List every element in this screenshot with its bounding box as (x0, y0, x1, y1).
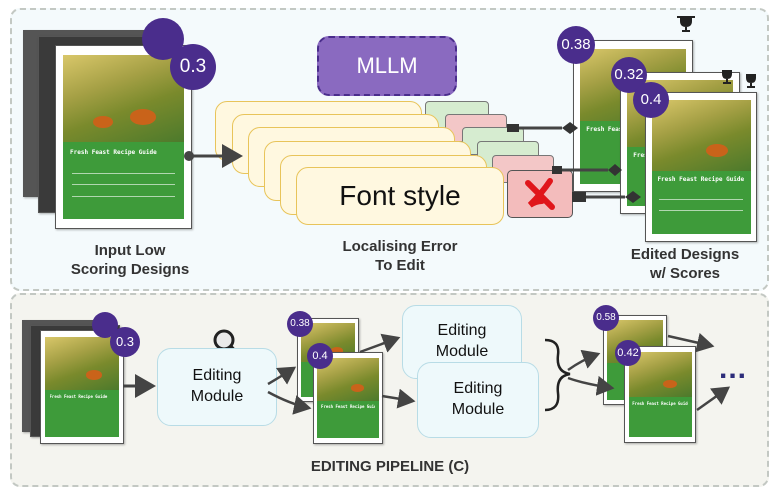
poster-title: Fresh Feast Recipe Guide (49, 394, 108, 400)
curly-brace (544, 338, 571, 412)
arrow-module-to-mid-1 (267, 366, 297, 386)
edited-score-badge-2: 0.32 (611, 57, 647, 93)
pumpkin (85, 369, 102, 380)
input-score-badge: 0.3 (170, 44, 216, 90)
poster-photo (62, 55, 185, 143)
bottom-input-score-badge: 0.3 (110, 327, 140, 357)
error-flag-box (507, 170, 573, 218)
pumpkin (351, 384, 365, 393)
editing-module-label: Editing Module (451, 380, 505, 418)
red-cross-icon (525, 178, 555, 210)
ellipsis: ... (719, 352, 748, 385)
poster-green-panel: Fresh Feast Recipe Guide (45, 390, 119, 438)
poster-green-panel: Fresh Feast Recipe Guide (317, 400, 379, 439)
arrow-tab-to-edited-3 (572, 191, 641, 203)
arrow-brace-to-out-2 (567, 375, 615, 396)
pumpkin (129, 109, 157, 125)
editing-module-b: Editing Module (417, 362, 539, 438)
poster-title: Fresh Feast Recipe Guide (632, 400, 688, 406)
trophy-icon (677, 16, 695, 32)
font-style-label: Font style (339, 180, 461, 211)
input-caption: Input Low Scoring Designs (70, 242, 190, 278)
edited-score-badge-3: 0.4 (633, 82, 669, 118)
editing-module-label: Editing Module (190, 367, 244, 405)
arrow-mid-to-module-b (381, 388, 416, 409)
out-score-badge-2: 0.42 (615, 340, 641, 366)
arrow-brace-to-out-1 (567, 349, 601, 372)
trophy-icon (722, 70, 732, 84)
poster-line (72, 184, 175, 186)
poster-photo (45, 336, 119, 391)
bottom-input-poster: Fresh Feast Recipe Guide (40, 330, 124, 444)
localise-caption: Localising Error To Edit (342, 238, 458, 274)
poster-title: Fresh Feast Recipe Guide (70, 148, 157, 156)
poster-green-panel: Fresh Feast Recipe Guide (651, 171, 751, 234)
arrow-module-to-mid-2 (267, 390, 312, 415)
poster-line (659, 199, 743, 201)
pipeline-caption: EDITING PIPELINE (C) (310, 458, 470, 475)
trophy-icon (746, 74, 756, 88)
poster-line (72, 173, 175, 175)
arrow-tab-to-edited-1 (507, 122, 578, 134)
mllm-label: MLLM (356, 53, 418, 78)
mid-score-badge-1: 0.38 (287, 311, 313, 337)
edited-caption: Edited Designs w/ Scores (630, 246, 740, 282)
poster-photo (651, 100, 751, 172)
arrow-mid-to-module-a (359, 333, 401, 354)
poster-green-panel: Fresh Feast Recipe Guide (62, 142, 185, 219)
pumpkin (93, 116, 113, 129)
poster-title: Fresh Feast Recipe Guide (657, 176, 745, 184)
mid-score-badge-2: 0.4 (307, 343, 333, 369)
pumpkin (705, 144, 728, 158)
out-score-badge-1: 0.58 (593, 305, 619, 331)
font-style-card: Font style (296, 167, 504, 225)
arrow-out-to-next-1 (667, 332, 715, 353)
arrow-input-to-cards (184, 144, 243, 168)
poster-title: Fresh Feast Recipe Guide (321, 403, 375, 409)
edited-poster-3: Fresh Feast Recipe Guide (645, 92, 757, 242)
input-poster: Fresh Feast Recipe Guide (55, 45, 192, 229)
arrow-out-to-next-2 (696, 386, 731, 412)
poster-line (659, 209, 743, 211)
pumpkin (663, 380, 677, 389)
mid-poster-2: Fresh Feast Recipe Guide (313, 352, 383, 444)
editing-module-main: Editing Module (157, 348, 277, 426)
mllm-box: MLLM (317, 36, 457, 96)
poster-line (72, 195, 175, 197)
edited-score-badge-1: 0.38 (557, 26, 595, 64)
arrow-tab-to-edited-2 (552, 164, 622, 176)
editing-module-label: Editing Module (435, 322, 489, 360)
poster-green-panel: Fresh Feast Recipe Guide (628, 397, 692, 438)
pumpkin (330, 347, 343, 355)
